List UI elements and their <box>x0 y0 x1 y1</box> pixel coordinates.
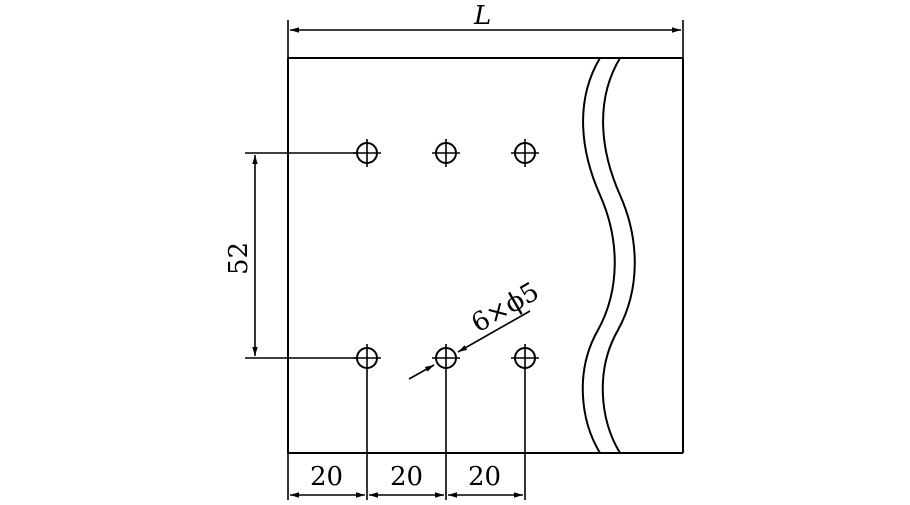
hole-bottom-1 <box>353 344 381 500</box>
dimension-horizontal-spacing: 20 20 20 <box>287 453 523 500</box>
plate-outline <box>287 57 684 454</box>
hole-top-1 <box>353 139 381 167</box>
horizontal-spacing-label-2: 20 <box>390 462 423 492</box>
horizontal-spacing-label-3: 20 <box>468 462 501 492</box>
hole-bottom-2 <box>432 344 460 500</box>
holes <box>353 139 539 500</box>
break-lines <box>581 57 636 454</box>
vertical-spacing-label: 52 <box>224 242 254 275</box>
dimension-length: L <box>287 1 684 58</box>
horizontal-spacing-label-1: 20 <box>310 462 343 492</box>
hole-callout: 6×ϕ5 <box>408 277 545 380</box>
hole-top-3 <box>511 139 539 167</box>
dimension-vertical-spacing: 52 <box>224 152 357 359</box>
hole-callout-label: 6×ϕ5 <box>467 277 545 339</box>
hole-bottom-3 <box>511 344 539 500</box>
hole-top-2 <box>432 139 460 167</box>
length-label: L <box>473 1 491 31</box>
